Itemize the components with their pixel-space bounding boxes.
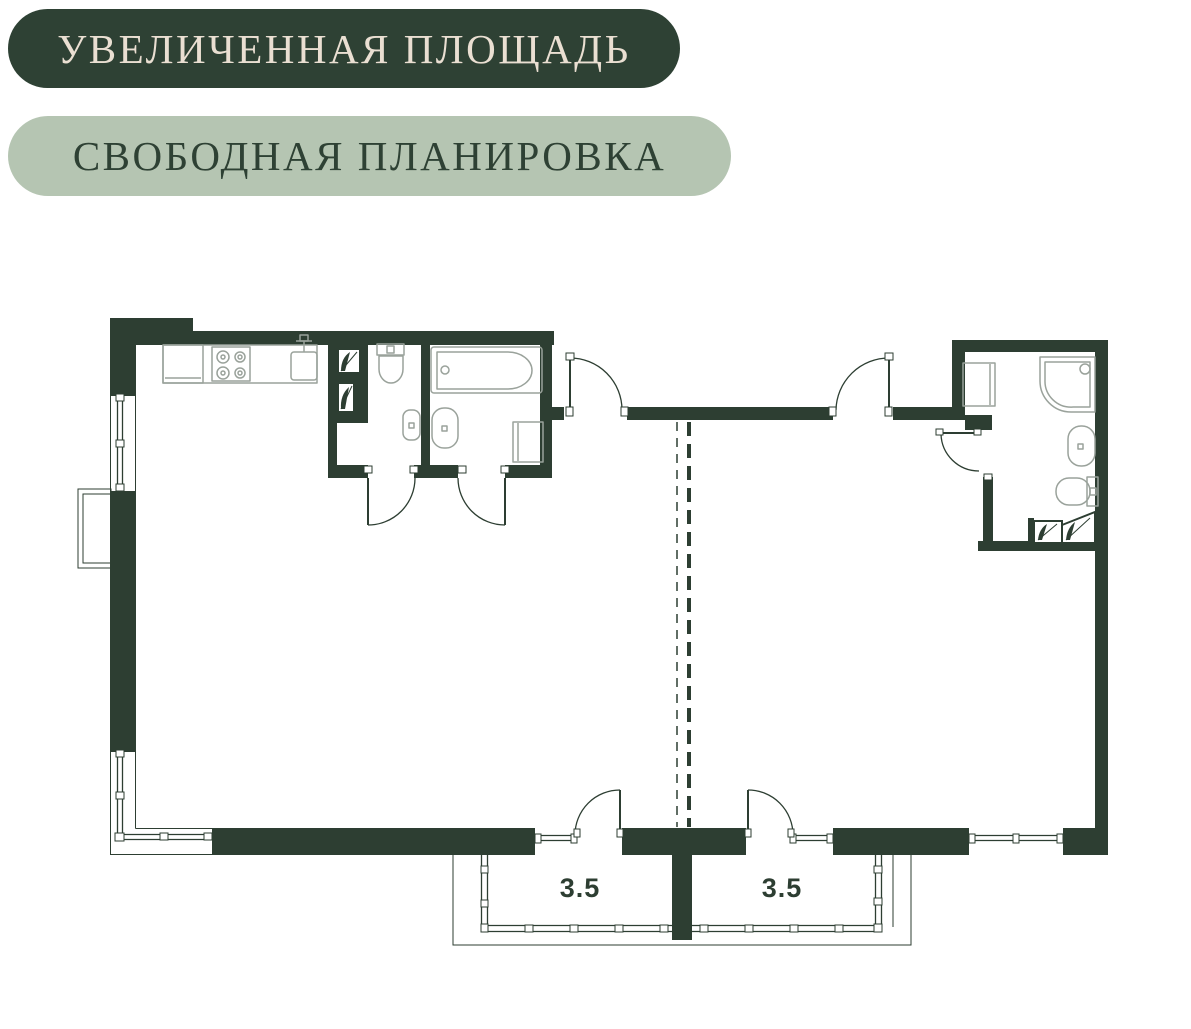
door-arc-balcony-right	[747, 789, 794, 836]
window-left-upper	[110, 393, 136, 492]
ac-basket	[77, 488, 112, 569]
bath-basin-icon-2	[1067, 425, 1096, 467]
vent-shaft-icon-bath2	[1033, 510, 1096, 544]
washing-machine-icon	[512, 421, 544, 463]
window-left-corner	[110, 749, 213, 855]
door-arc-balcony-left	[574, 789, 621, 836]
balcony-right-area-label: 3.5	[762, 873, 803, 903]
door-arc-bathroom2	[940, 432, 980, 472]
door-arc-bathroom	[457, 477, 506, 526]
balcony-left-area-label: 3.5	[560, 873, 601, 903]
fridge-icon	[162, 344, 204, 384]
vent-shaft-icon-kitchen	[337, 348, 361, 413]
door-arc-entrance-right	[835, 357, 890, 411]
stove-icon	[211, 346, 251, 382]
wc-basin-icon	[402, 409, 421, 441]
balcony-right-glazing	[692, 855, 894, 933]
shower-icon	[1039, 356, 1096, 413]
window-balcony-left	[534, 833, 578, 844]
balcony-left-glazing	[480, 855, 672, 933]
kitchen-sink-icon	[290, 334, 318, 381]
dashed-partition	[676, 422, 691, 827]
toilet-icon	[376, 343, 405, 384]
washing-machine-icon-2	[962, 362, 996, 407]
door-arc-wc	[367, 477, 416, 526]
badge-free-layout: СВОБОДНАЯ ПЛАНИРОВКА	[8, 116, 731, 196]
bath-basin-icon	[431, 407, 459, 449]
badge-free-layout-label: СВОБОДНАЯ ПЛАНИРОВКА	[72, 133, 667, 179]
badge-increased-area-label: УВЕЛИЧЕННАЯ ПЛОЩАДЬ	[57, 25, 631, 72]
door-jambs	[363, 352, 993, 838]
balcony-slab-outline	[452, 850, 912, 946]
bathtub-icon	[430, 346, 543, 394]
door-arc-entrance-left	[569, 357, 623, 411]
walls	[110, 318, 1108, 940]
badge-increased-area: УВЕЛИЧЕННАЯ ПЛОЩАДЬ	[8, 9, 680, 88]
window-bottom-right	[968, 833, 1064, 844]
window-balcony-right	[789, 833, 834, 844]
toilet-icon-2	[1055, 476, 1099, 507]
